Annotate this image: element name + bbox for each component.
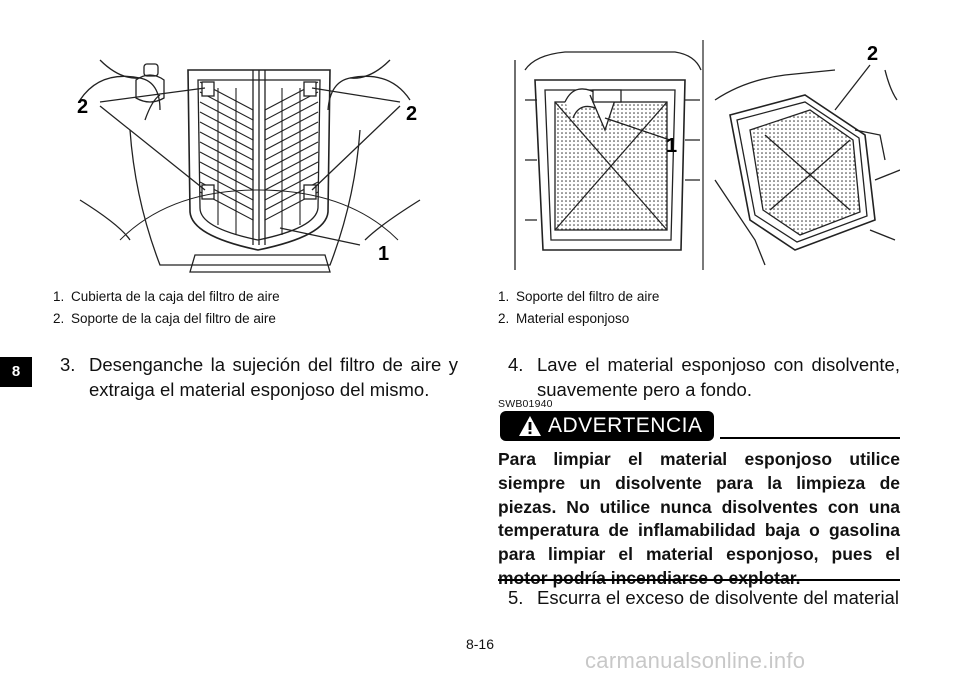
section-tab: 8 bbox=[0, 357, 32, 387]
step-text: Desenganche la sujeción del filtro de ai… bbox=[89, 354, 458, 400]
callout-1: 1 bbox=[666, 135, 677, 157]
caption-item: 1.Soporte del filtro de aire bbox=[498, 289, 660, 304]
left-figure-caption: 1.Cubierta de la caja del filtro de aire… bbox=[53, 286, 280, 330]
callout-2-left: 2 bbox=[77, 96, 88, 118]
warning-top-rule bbox=[720, 437, 900, 439]
warning-text: Para limpiar el material esponjoso utili… bbox=[498, 449, 900, 588]
step-number: 5. bbox=[508, 587, 524, 608]
step-text: Lave el material esponjoso con disolvent… bbox=[537, 354, 900, 400]
watermark-text: carmanualsonline.info bbox=[585, 648, 806, 673]
callout-2: 2 bbox=[867, 43, 878, 65]
warning-label: ADVERTENCIA bbox=[548, 414, 703, 437]
caption-item: 2.Soporte de la caja del filtro de aire bbox=[53, 311, 276, 326]
airbox-cover-illustration: 2 2 1 bbox=[77, 59, 421, 273]
step-3: 3. Desenganche la sujeción del filtro de… bbox=[60, 352, 458, 402]
callout-2-right: 2 bbox=[406, 103, 417, 125]
step-4: 4. Lave el material esponjoso con disolv… bbox=[508, 352, 900, 402]
callout-1: 1 bbox=[378, 243, 389, 265]
warning-banner: ADVERTENCIA bbox=[500, 411, 714, 441]
caption-item: 1.Cubierta de la caja del filtro de aire bbox=[53, 289, 280, 304]
step-text: Escurra el exceso de disolvente del mate… bbox=[537, 587, 899, 608]
warning-bottom-rule bbox=[498, 579, 900, 581]
page-number: 8-16 bbox=[465, 636, 495, 652]
air-filter-element-illustration: 2 1 bbox=[514, 40, 900, 270]
right-figure-caption: 1.Soporte del filtro de aire 2.Material … bbox=[498, 286, 659, 330]
caption-item: 2.Material esponjoso bbox=[498, 311, 630, 326]
step-5: 5. Escurra el exceso de disolvente del m… bbox=[508, 585, 900, 610]
warning-triangle-icon bbox=[519, 416, 541, 436]
step-number: 3. bbox=[60, 354, 76, 375]
warning-code: SWB01940 bbox=[498, 398, 553, 410]
step-number: 4. bbox=[508, 354, 524, 375]
